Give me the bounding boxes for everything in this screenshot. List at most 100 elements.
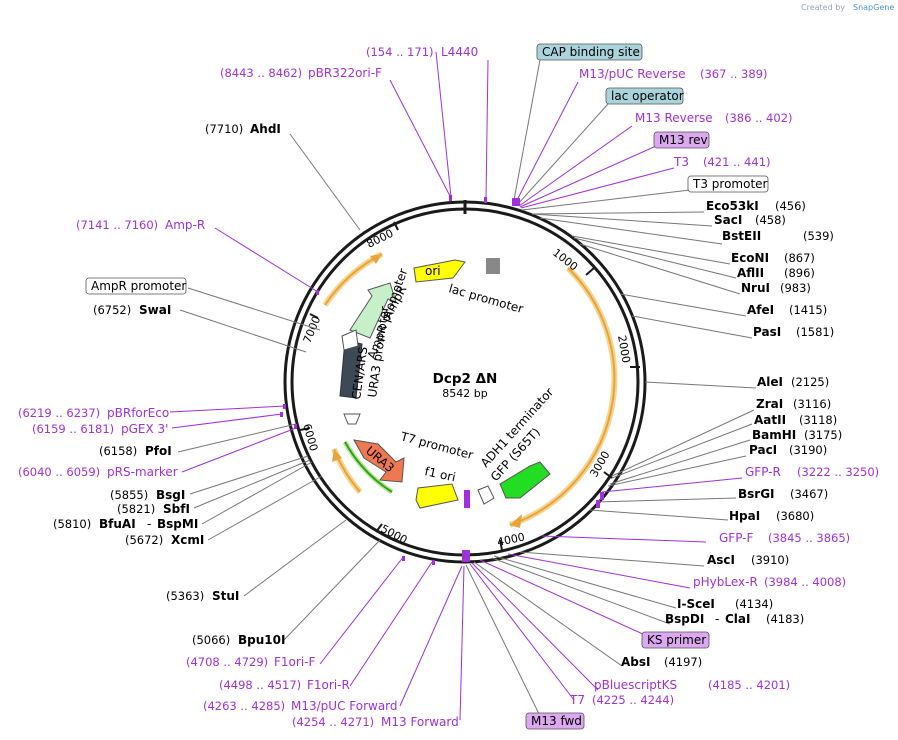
primer-prs-marker-pos: (6040 .. 6059) [18,465,100,479]
plasmid-name: Dcp2 ΔN [433,371,498,387]
credit-prefix: Created by [801,3,845,12]
enzyme-bpu10i-name: Bpu10I [238,633,285,647]
m13-rev-label: M13 rev [659,133,708,147]
enzyme-aatii-name: AatII [754,413,786,427]
t7-promoter-label: T7 promoter [398,429,475,462]
primer-m13-forward-name: M13 Forward [381,715,459,729]
adh1-arrow [477,485,495,505]
tick-6000: 6000 [300,422,320,452]
enzyme-alei-pos: (2125) [791,375,829,389]
ampr-promoter-label: AmpR promoter [91,279,186,293]
ura3-promoter-arrow [343,413,361,425]
enzyme-xcmi-pos: (5672) [125,533,163,547]
enzyme-sbfi-name: SbfI [163,502,190,516]
enzyme-bfuai-pos: (5810) [53,517,91,531]
t3-promoter-label: T3 promoter [692,177,768,191]
enzyme-pasi-name: PasI [753,325,781,339]
enzyme-paci-name: PacI [749,443,777,457]
primer-gfp-r-pos: (3222 .. 3250) [797,465,879,479]
primer-pbluescriptks-name: pBluescriptKS [594,678,677,692]
primer-t3-pos: (421 .. 441) [703,155,771,169]
enzyme-aflii-name: AflII [737,266,764,280]
primer-pbr322-pos: (8443 .. 8462) [220,66,302,80]
enzyme-saci-name: SacI [714,213,742,227]
enzyme-zrai-pos: (3116) [793,397,831,411]
enzyme-bamhi-pos: (3175) [804,428,842,442]
enzyme-absi-name: AbsI [621,655,650,669]
tick-2000: 2000 [615,334,633,364]
primer-pbr322-name: pBR322ori-F [308,66,382,80]
gfp-arrow [499,461,551,499]
lac-operator-label: lac operator [611,89,684,103]
enzyme-zrai-name: ZraI [756,397,783,411]
enzyme-sbfi-pos: (5821) [117,502,155,516]
ori-label: ori [425,264,441,278]
enzyme-asci-pos: (3910) [751,553,789,567]
primer-m13-reverse-name: M13 Reverse [635,111,713,125]
enzyme-i-scei-name: I-SceI [677,597,715,611]
cap-binding-site-label: CAP binding site [542,45,640,59]
enzyme-econi-pos: (867) [784,251,815,265]
credit-brand: SnapGene [853,3,894,12]
enzyme-nrui-name: NruI [741,281,770,295]
primer-m13puc-rev-name: M13/pUC Reverse [579,67,686,81]
enzyme-xcmi-name: XcmI [171,533,204,547]
enzyme-bsteii-name: BstEII [722,229,761,243]
enzyme-pfoi-name: PfoI [145,444,172,458]
primer-m13puc-fwd-name: M13/pUC Forward [291,699,398,713]
enzyme-saci-pos: (458) [755,213,786,227]
primer-phyblex-pos: (3984 .. 4008) [764,575,846,589]
ks-primer-label: KS primer [647,633,706,647]
enzyme-hpai-name: HpaI [729,509,760,523]
primer-phyblex-name: pHybLex-R [693,575,758,589]
primer-pgex3-pos: (6159 .. 6181) [32,422,114,436]
enzyme-bpu10i-pos: (5066) [192,633,230,647]
lac-promoter-label: lac promoter [447,281,525,316]
enzyme-swai-pos: (6752) [93,303,131,317]
enzyme-absi-pos: (4197) [664,655,702,669]
enzyme-bspdi-pos: (4183) [766,612,804,626]
primer-gfp-r-name: GFP-R [745,465,781,479]
enzyme-bamhi-name: BamHI [752,428,796,442]
primer-gfp-f-pos: (3845 .. 3865) [768,531,850,545]
enzyme-eco53ki-pos: (456) [775,199,806,213]
enzyme-separator: - [147,517,151,531]
enzyme-bsrgi-pos: (3467) [790,487,828,501]
primer-pgex3-name: pGEX 3' [121,422,168,436]
f1-ori-arrow [415,483,459,509]
enzyme-clai-name: ClaI [725,612,750,626]
plasmid-length: 8542 bp [442,387,487,400]
m13-block [464,490,470,508]
primer-ampr-name: Amp-R [165,218,205,232]
primer-t7-pos: (4225 .. 4244) [592,693,674,707]
ura3-arrow [353,439,405,483]
primer-f1ori-f-name: F1ori-F [274,655,315,669]
enzyme-separator: - [715,612,719,626]
enzyme-paci-pos: (3190) [789,443,827,457]
enzyme-hpai-pos: (3680) [776,509,814,523]
enzyme-i-scei-pos: (4134) [735,597,773,611]
enzyme-bsgi-name: BsgI [156,488,185,502]
primer-l4440-name: L4440 [441,45,478,59]
enzyme-pasi-pos: (1581) [796,325,834,339]
primer-f1ori-r-name: F1ori-R [307,678,350,692]
enzyme-aatii-pos: (3118) [799,413,837,427]
enzyme-pfoi-pos: (6158) [99,444,137,458]
enzyme-alei-name: AleI [757,375,783,389]
lac-operator-block [486,258,500,274]
m13-fwd-label: M13 fwd [531,714,582,728]
ring-marks [280,195,604,565]
enzyme-ahdi-pos: (7710) [205,122,243,136]
enzyme-bfuai-name: BfuAI [99,517,136,531]
boxed-labels: CAP binding site lac operator M13 rev T3… [85,43,769,730]
primer-pbrforeco-pos: (6219 .. 6237) [18,406,100,420]
enzyme-aflii-pos: (896) [784,266,815,280]
enzyme-asci-name: AscI [707,553,735,567]
primer-ampr-pos: (7141 .. 7160) [76,218,158,232]
tick-4000: 4000 [496,530,526,549]
enzyme-eco53ki-name: Eco53kI [706,199,759,213]
primer-f1ori-f-pos: (4708 .. 4729) [186,655,268,669]
enzyme-bsrgi-name: BsrGI [738,487,775,501]
primer-pbrforeco-name: pBRforEco [107,406,169,420]
